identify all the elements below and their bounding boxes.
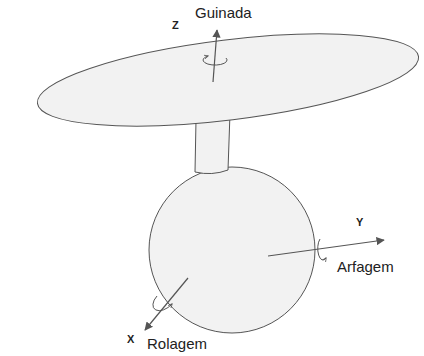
axis-letter: X	[127, 333, 134, 345]
roll-rotation-arrow	[153, 296, 172, 311]
y-axis	[268, 240, 384, 256]
axis-letter: Z	[172, 19, 179, 31]
pitch-rotation-arrow	[318, 239, 326, 260]
body-sphere	[149, 167, 315, 333]
axis-name: Rolagem	[147, 336, 207, 353]
axis-name: Guinada	[195, 5, 252, 22]
z-axis	[213, 30, 217, 82]
x-axis	[145, 278, 188, 330]
rotor-disc	[33, 17, 424, 143]
axis-name: Arfagem	[337, 259, 394, 276]
axis-letter: Y	[356, 216, 363, 228]
yaw-rotation-arrow	[203, 56, 227, 65]
